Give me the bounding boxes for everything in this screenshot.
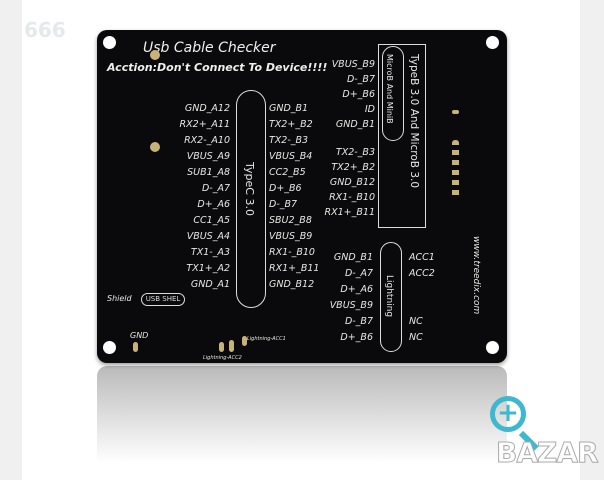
lightning-pin-label: ACC2 [409, 268, 435, 279]
typec-pin-label: TX2-_B3 [269, 135, 309, 146]
typec-pin-label: CC2_B5 [269, 167, 306, 178]
board-reflection [97, 366, 507, 480]
typec-pin-label: TX1+_A2 [186, 263, 230, 274]
typec-pin-label: SBU2_B8 [269, 215, 312, 226]
acc1-pad-label: Lightning-ACC1 [247, 336, 286, 342]
gnd-pad [133, 342, 138, 352]
mount-hole [486, 341, 499, 354]
typec-pin-label: GND_A1 [190, 279, 230, 290]
pad [150, 142, 160, 152]
usb-shel-label: USB SHEL [141, 293, 185, 306]
lightning-label: Lightning [384, 275, 394, 318]
typec-pin-label: RX2+_A11 [179, 119, 230, 130]
lightning-pin-label: D-_A7 [344, 268, 373, 279]
typeb-pin-label: VBUS_B9 [331, 59, 375, 70]
pad [219, 342, 224, 352]
typeb-pin-label: ID [364, 104, 375, 115]
typec-pin-label: RX1+_B11 [269, 263, 320, 274]
typec-pin-label: CC1_A5 [193, 215, 230, 226]
gnd-label: GND [130, 331, 149, 340]
typeb-pin-label: TX2+_B2 [331, 162, 375, 173]
typec-pin-label: D+_A6 [197, 199, 230, 210]
typec-pin-label: VBUS_B4 [269, 151, 313, 162]
lightning-pin-label: GND_B1 [333, 252, 373, 263]
acc2-pad-label: Lightning-ACC2 [203, 355, 242, 361]
pad [452, 110, 459, 114]
typec-pin-label: TX1-_A3 [190, 247, 230, 258]
left-margin [0, 0, 22, 480]
typeb-pin-label: TX2-_B3 [335, 147, 375, 158]
microb-outline [382, 46, 404, 141]
pad-row [452, 140, 459, 200]
microb-label: MicroB And MiniB [385, 54, 394, 124]
typec-pin-label: GND_B12 [269, 279, 315, 290]
typeb-outline [378, 44, 426, 228]
board-warning: Acction:Don't Connect To Device!!!! [107, 61, 328, 74]
typeb-pin-label: D-_B7 [346, 74, 375, 85]
typec-pin-label: RX2-_A10 [184, 135, 230, 146]
shield-label: Shield [107, 294, 132, 303]
typec-pin-label: D-_B7 [269, 199, 298, 210]
magnifier-plus-icon[interactable]: + [490, 396, 526, 432]
typec-label: TypeC 3.0 [243, 162, 256, 216]
lightning-pin-label: ACC1 [409, 252, 435, 263]
typeb-pin-label: GND_B12 [329, 177, 375, 188]
typeb-pin-label: RX1+_B11 [324, 207, 375, 218]
typec-outline [236, 90, 266, 308]
typec-pin-label: D+_B6 [269, 183, 302, 194]
pad [229, 340, 234, 352]
typeb-label: TypeB 3.0 And MicroB 3.0 [408, 54, 420, 189]
mount-hole [103, 36, 116, 49]
typec-pin-label: TX2+_B2 [269, 119, 313, 130]
typec-pin-label: VBUS_A9 [186, 151, 230, 162]
lightning-pin-label: NC [409, 316, 423, 327]
typec-pin-label: RX1-_B10 [269, 247, 315, 258]
pad [242, 336, 247, 346]
lightning-pin-label: D+_B6 [340, 332, 373, 343]
pcb-board: Usb Cable Checker Acction:Don't Connect … [97, 30, 507, 363]
mount-hole [103, 341, 116, 354]
bazar-logo: BAZAR [496, 436, 600, 470]
watermark: 666 [24, 18, 66, 42]
board-title: Usb Cable Checker [143, 40, 276, 56]
lightning-pin-label: VBUS_B9 [329, 300, 373, 311]
lightning-pin-label: D+_A6 [340, 284, 373, 295]
right-margin [580, 0, 604, 480]
pad [150, 50, 160, 60]
lightning-outline [380, 242, 402, 352]
typec-pin-label: SUB1_A8 [187, 167, 230, 178]
website-label: www.treedix.com [471, 236, 481, 315]
mount-hole [486, 36, 499, 49]
typec-pin-label: D-_A7 [201, 183, 230, 194]
lightning-pin-label: D-_B7 [344, 316, 373, 327]
typeb-pin-label: RX1-_B10 [329, 192, 375, 203]
typeb-pin-label: D+_B6 [342, 89, 375, 100]
lightning-pin-label: NC [409, 332, 423, 343]
typeb-pin-label: GND_B1 [335, 119, 375, 130]
typec-pin-label: VBUS_A4 [186, 231, 230, 242]
typec-pin-label: VBUS_B9 [269, 231, 313, 242]
typec-pin-label: GND_A12 [184, 103, 230, 114]
typec-pin-label: GND_B1 [269, 103, 309, 114]
